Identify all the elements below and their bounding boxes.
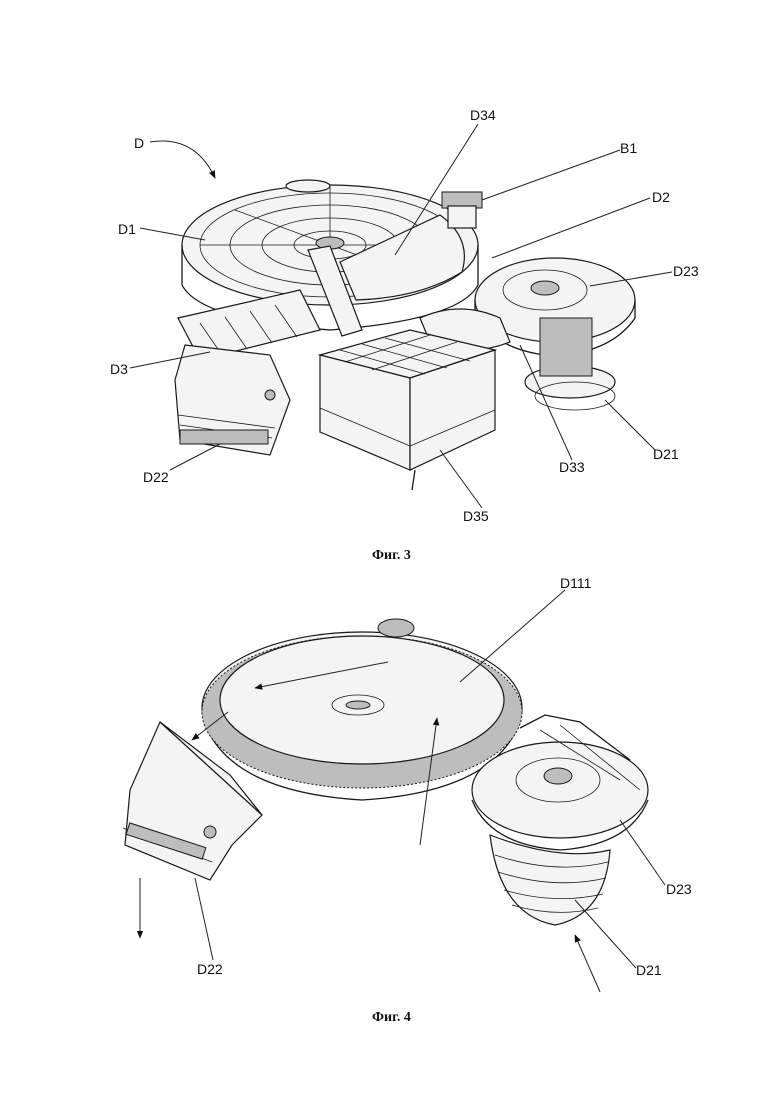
label-d34: D34 [470, 108, 496, 122]
label-d23-fig4: D23 [666, 882, 692, 896]
assembly-pointer-arrow [150, 141, 215, 178]
connector-b1-body [448, 206, 476, 228]
label-d21: D21 [653, 447, 679, 461]
filter-box-d35 [320, 330, 495, 490]
airflow-arrow-intake [575, 935, 600, 992]
label-d3: D3 [110, 362, 128, 376]
figure-4-airflow-diagram [123, 590, 665, 992]
figure-3-caption: Фиг. 3 [372, 549, 411, 563]
label-d33: D33 [559, 460, 585, 474]
outlet-duct-d22 [175, 345, 290, 455]
label-d: D [134, 136, 144, 150]
label-d22: D22 [143, 470, 169, 484]
label-d22-fig4: D22 [197, 962, 223, 976]
label-d1: D1 [118, 222, 136, 236]
label-b1: B1 [620, 141, 637, 155]
label-d35: D35 [463, 509, 489, 523]
label-d111: D111 [560, 576, 591, 590]
figure-3-device-assembly [130, 124, 672, 508]
label-d23: D23 [673, 264, 699, 278]
figure-4-caption: Фиг. 4 [372, 1011, 411, 1025]
label-d21-fig4: D21 [636, 963, 662, 977]
heat-sink [540, 318, 592, 376]
gear-disc-d111 [202, 619, 522, 800]
label-d2: D2 [652, 190, 670, 204]
